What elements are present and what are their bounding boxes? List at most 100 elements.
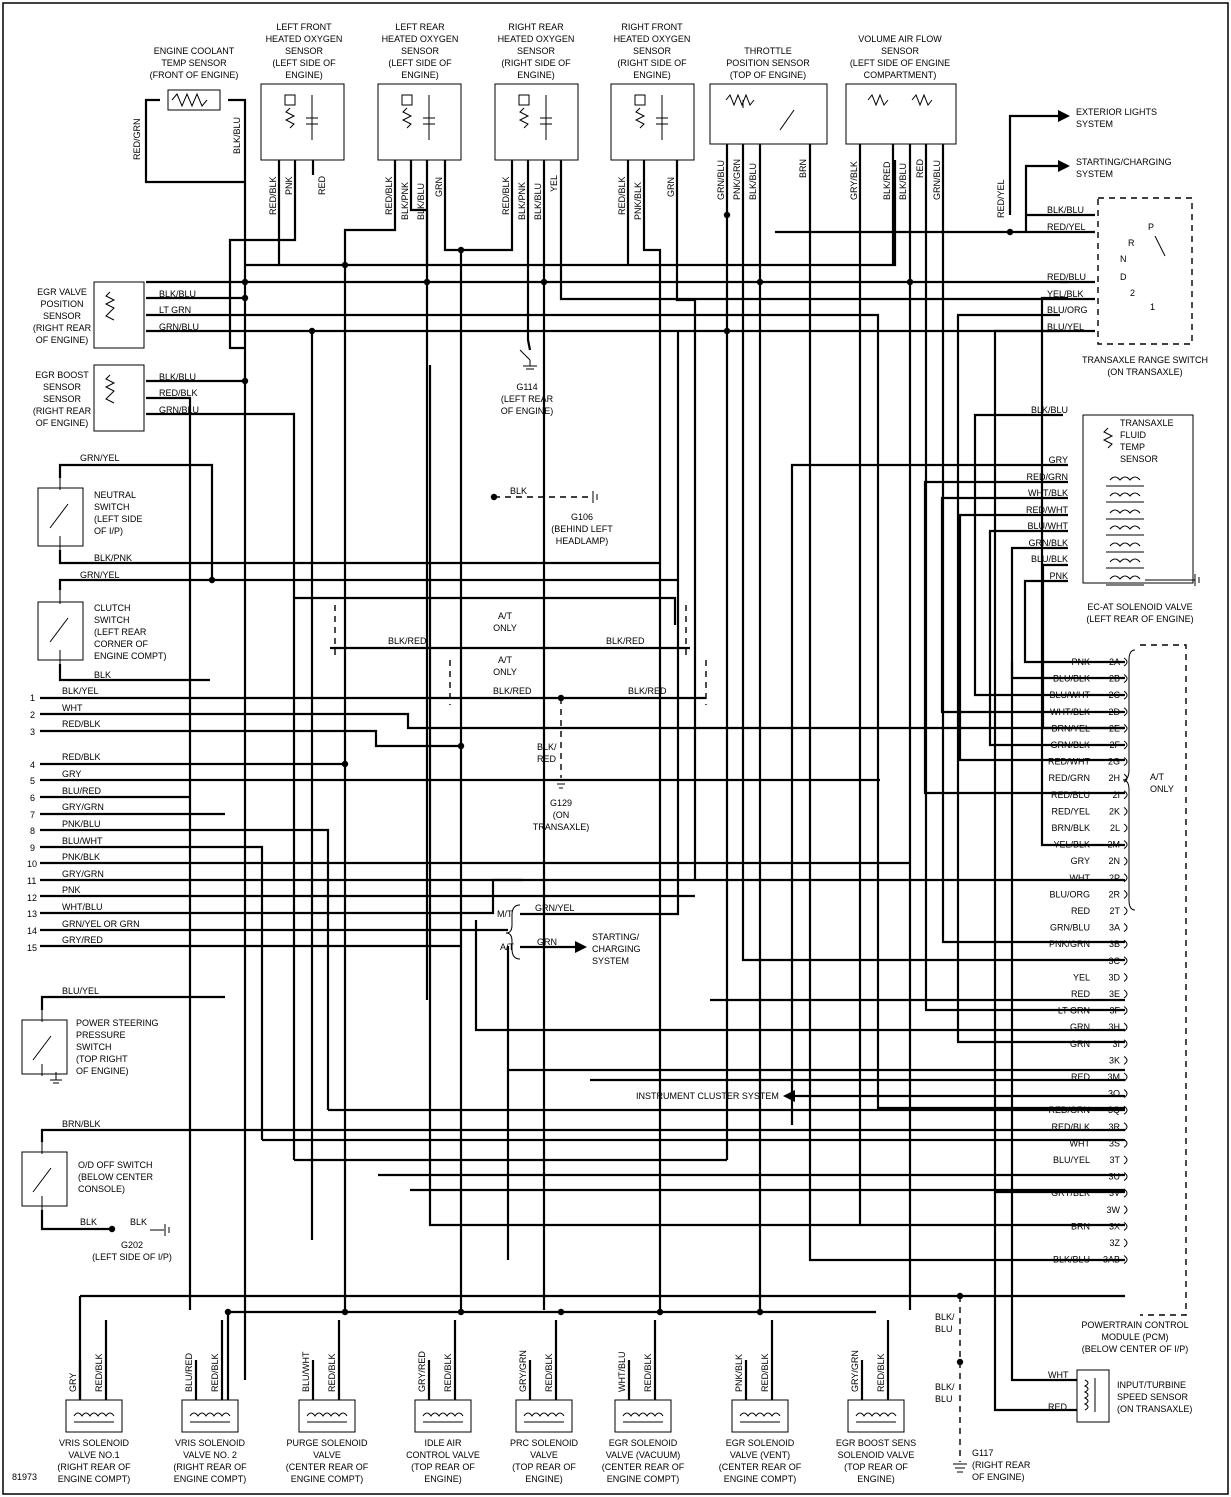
input-turbine-speed-sensor: WHT RED INPUT/TURBINE SPEED SENSOR (ON T… <box>1048 1369 1192 1423</box>
start-charge-2: SYSTEM <box>1076 169 1113 179</box>
g117-label-3: OF ENGINE) <box>972 1472 1025 1482</box>
pin-1-color: BLK/YEL <box>62 686 99 696</box>
solenoid-label: ENGINE) <box>424 1474 462 1484</box>
vaf-label-1: VOLUME AIR FLOW <box>858 34 942 44</box>
vaf-label-3: (LEFT SIDE OF ENGINE <box>850 58 950 68</box>
trs-label-1: TRANSAXLE RANGE SWITCH <box>1082 355 1208 365</box>
arrow-right-icon <box>1058 160 1070 172</box>
cell-icon <box>423 95 435 140</box>
pin-8: 8 <box>30 826 35 836</box>
pcm-pin-terminal-icon <box>1123 823 1128 833</box>
solenoid-label: VALVE NO.1 <box>68 1450 119 1460</box>
clutch-wire-bot: BLK <box>94 670 111 680</box>
rro2-wire-1: RED/BLK <box>501 176 511 215</box>
solenoid-wire-2: RED/BLK <box>643 1353 653 1392</box>
egrvp-wire-2: LT GRN <box>159 305 191 315</box>
lfo2-wire-2: PNK <box>284 176 294 195</box>
pin-15: 15 <box>27 943 37 953</box>
solenoid-label: VALVE <box>530 1450 558 1460</box>
pin-9-color: BLU/WHT <box>62 836 103 846</box>
solenoid-label: EGR SOLENOID <box>726 1438 795 1448</box>
potentiometer-icon <box>725 93 795 131</box>
at-only-1a: A/T <box>498 611 513 621</box>
pcm-pin-terminal-icon <box>1123 790 1128 800</box>
egrvp-label-5: OF ENGINE) <box>36 335 89 345</box>
exterior-lights-ref: EXTERIOR LIGHTS SYSTEM <box>1008 107 1157 215</box>
at-only-2b: ONLY <box>493 667 517 677</box>
solenoid-leads <box>744 1320 774 1400</box>
ecat-wire-3: RED/GRN <box>1026 472 1068 482</box>
coil-icon <box>1083 1378 1096 1412</box>
tps-label-3: (TOP OF ENGINE) <box>730 70 806 80</box>
blkred-ground-2: RED <box>537 754 557 764</box>
pin-2: 2 <box>30 710 35 720</box>
pcm-pin-terminal-icon <box>1123 757 1128 767</box>
trs-pos-r: R <box>1128 238 1135 248</box>
pcm-pin-color: RED/BLK <box>1051 1122 1090 1132</box>
solenoid-body <box>298 1399 356 1433</box>
pcm-pin-id: 3T <box>1109 1155 1120 1165</box>
pcm-pin-color: RED/BLU <box>1051 790 1090 800</box>
thermistor-icon <box>171 92 208 108</box>
rro2-body <box>494 83 579 161</box>
solenoid-label: VRIS SOLENOID <box>175 1438 246 1448</box>
power-steering-pressure-switch: BLU/YEL POWER STEERING PRESSURE SWITCH (… <box>21 986 159 1084</box>
pcm-pin-color: RED/WHT <box>1048 757 1090 767</box>
pcm-pin-terminal-icon <box>1123 972 1128 982</box>
ext-lights-1: EXTERIOR LIGHTS <box>1076 107 1157 117</box>
tps-label-1: THROTTLE <box>744 46 792 56</box>
blkred-ground-1: BLK/ <box>537 742 557 752</box>
solenoid-label: VALVE (VENT) <box>730 1450 790 1460</box>
pcm-label-2: MODULE (PCM) <box>1102 1332 1169 1342</box>
pcm-pin-id: 2K <box>1109 806 1120 816</box>
pcm-outline <box>1140 644 1187 1316</box>
solenoid-wire-2: RED/BLK <box>760 1353 770 1392</box>
tft-label-2: FLUID <box>1120 430 1147 440</box>
ps-label-4: (TOP RIGHT <box>76 1054 128 1064</box>
pcm-pin-terminal-icon <box>1123 723 1128 733</box>
solenoid-label: (TOP REAR OF <box>844 1462 908 1472</box>
pin-10-color: PNK/BLK <box>62 852 100 862</box>
ecat-wire-7: GRN/BLK <box>1028 538 1068 548</box>
pcm-pin-terminal-icon <box>1123 674 1128 684</box>
blkred-label-2: BLK/RED <box>606 636 645 646</box>
pcm-pin-id: 3I <box>1112 1039 1120 1049</box>
lfo2-label-3: SENSOR <box>285 46 324 56</box>
egr-valve-position-sensor: EGR VALVE POSITION SENSOR (RIGHT REAR OF… <box>33 281 199 349</box>
lro2-wire-2: BLK/PNK <box>400 182 410 220</box>
pcm-pin-terminal-icon <box>1123 1172 1128 1182</box>
solenoid-body <box>614 1399 672 1433</box>
ect-label-2: TEMP SENSOR <box>161 58 227 68</box>
pin-6-color: BLU/RED <box>62 786 102 796</box>
solenoid-label: ENGINE COMPT) <box>724 1474 797 1484</box>
left-front-oxygen-sensor: LEFT FRONT HEATED OXYGEN SENSOR (LEFT SI… <box>260 22 345 215</box>
mt-label: M/T <box>497 909 513 919</box>
pcm-pin-terminal-icon <box>1123 939 1128 949</box>
switch-icon <box>49 590 69 664</box>
pcm-pin-id: 2L <box>1110 823 1120 833</box>
pcm-pin-color: RED <box>1071 1072 1091 1082</box>
brace-icon <box>505 904 521 960</box>
mt-wire: GRN/YEL <box>535 903 575 913</box>
egrvp-label-1: EGR VALVE <box>37 287 87 297</box>
ground-icon <box>150 1224 170 1236</box>
solenoid-leads <box>627 1320 657 1400</box>
pcm-pin-color: RED/GRN <box>1048 773 1090 783</box>
at-only-2a: A/T <box>498 655 513 665</box>
pcm-pin-color: BLU/ORG <box>1049 889 1090 899</box>
solenoid-wire-2: RED/BLK <box>327 1353 337 1392</box>
clutch-label-2: SWITCH <box>94 615 130 625</box>
pcm-pin-terminal-icon <box>1123 956 1128 966</box>
trs-label-2: (ON TRANSAXLE) <box>1107 367 1182 377</box>
start-charge-1: STARTING/CHARGING <box>1076 157 1172 167</box>
od-label-1: O/D OFF SWITCH <box>78 1160 153 1170</box>
solenoid-wire-1: BLU/RED <box>184 1352 194 1392</box>
egrvp-label-3: SENSOR <box>43 311 82 321</box>
pcm-pin-id: 2P <box>1109 873 1120 883</box>
pcm-pin-color: WHT <box>1070 873 1091 883</box>
neutral-label-4: OF I/P) <box>94 526 123 536</box>
